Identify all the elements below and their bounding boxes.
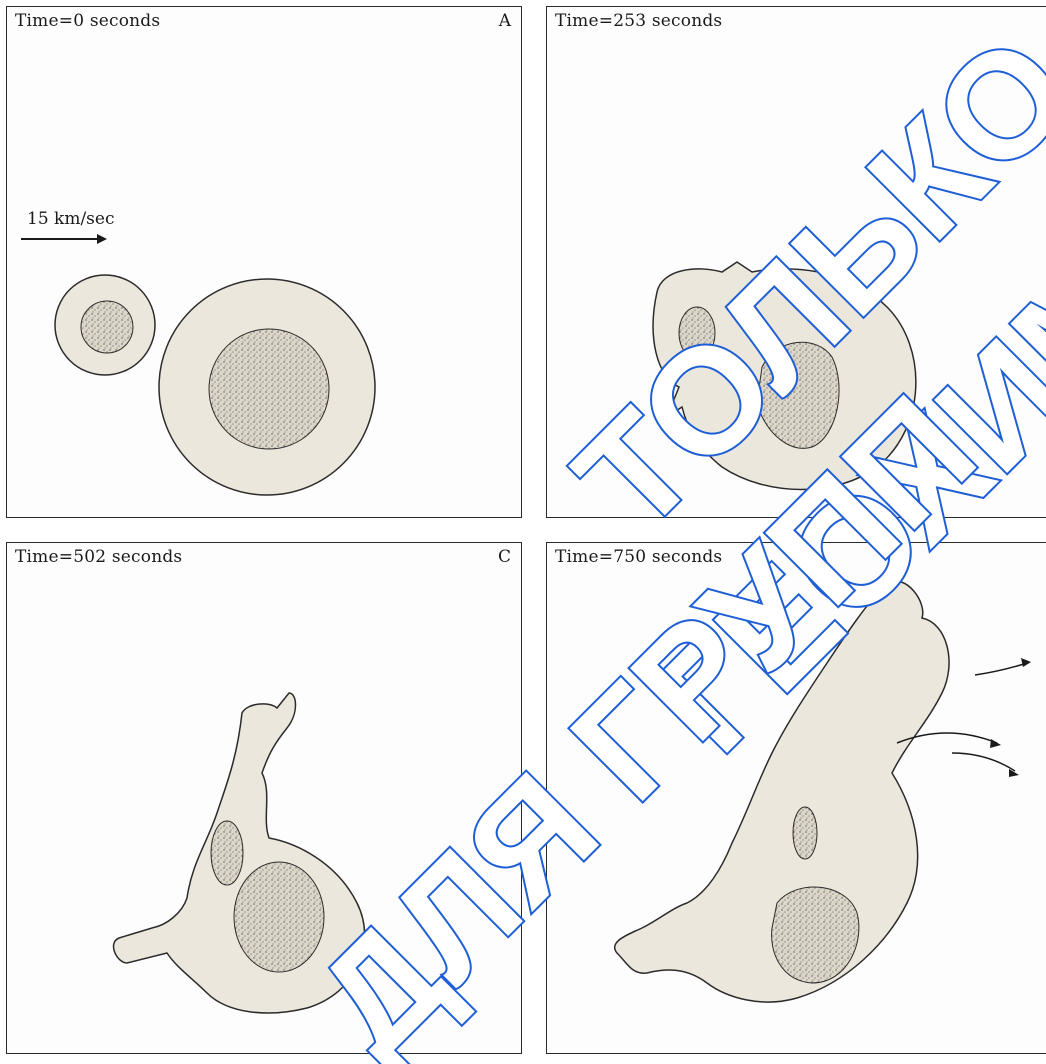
ejecta-arrow-1 <box>975 663 1027 675</box>
impactor-core <box>81 301 133 353</box>
panel-d: Time=750 seconds D <box>546 542 1046 1054</box>
panel-c-drawing <box>7 543 522 1054</box>
panel-b-title: Time=253 seconds <box>555 11 722 31</box>
proto-earth-core <box>209 329 329 449</box>
impactor-core <box>211 821 243 885</box>
panel-a-drawing <box>7 7 522 518</box>
panel-c: Time=502 seconds C <box>6 542 522 1054</box>
earth-core <box>234 862 324 972</box>
impactor-core <box>679 307 715 359</box>
panel-d-title: Time=750 seconds <box>555 547 722 567</box>
velocity-arrow-head <box>97 234 107 244</box>
panel-c-title: Time=502 seconds <box>15 547 182 567</box>
velocity-label: 15 km/sec <box>27 209 115 229</box>
panel-a: Time=0 seconds A 15 km/sec <box>6 6 522 518</box>
panel-b-drawing <box>547 7 1046 518</box>
ejecta-arrow-3 <box>952 753 1015 771</box>
panel-b: Time=253 seconds B <box>546 6 1046 518</box>
panel-d-drawing <box>547 543 1046 1054</box>
panel-a-letter: A <box>499 11 511 31</box>
impactor-core <box>793 807 817 859</box>
panel-c-letter: C <box>498 547 511 567</box>
panel-a-title: Time=0 seconds <box>15 11 160 31</box>
